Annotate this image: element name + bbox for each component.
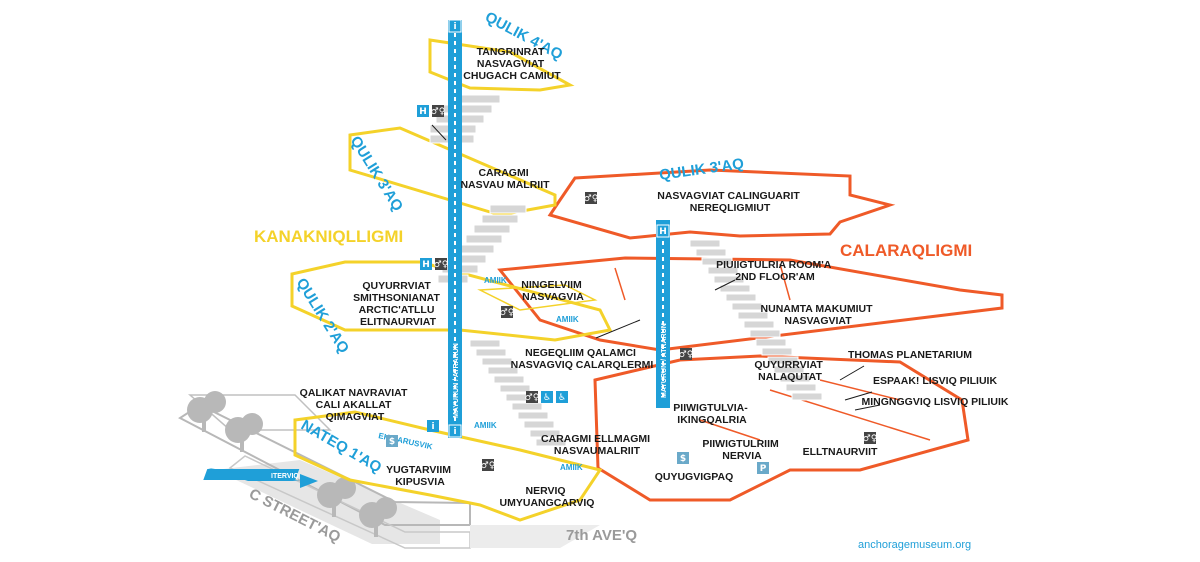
east-floor-1-room-line — [819, 379, 901, 401]
ekniarusvik-label: EKNIARUSVIK — [378, 431, 434, 451]
room-thomas-planetarium: THOMAS PLANETARIUM — [848, 349, 972, 361]
elevator-icon: H — [656, 224, 670, 238]
room-piiwigtulriim: PIIWIGTULRIIM NERVIA — [702, 438, 781, 462]
svg-text:♂♀: ♂♀ — [500, 308, 515, 318]
restroom-icon: ♂♀ — [481, 459, 496, 471]
room-nerviq: NERVIQ UMYUANGCARVIQ — [500, 485, 595, 509]
seventh-ave-label: 7th AVE'Q — [566, 527, 637, 544]
restroom-icon: ♂♀ — [431, 105, 446, 117]
parking-icon: P — [757, 462, 769, 474]
west-floor-2-outline — [290, 260, 613, 342]
restroom-icon: ♂♀ — [434, 258, 449, 270]
room-espaak: ESPAAK! LISVIQ PILIUIK — [873, 375, 997, 387]
room-tangrinrat: TANGRINRAT NASVAGVIAT CHUGACH CAMIUT — [463, 46, 561, 82]
website-label: anchoragemuseum.org — [858, 539, 971, 551]
west-elevator-label: MAYURUN / ATRARUN — [453, 343, 460, 418]
east-floor-3-outline — [547, 168, 896, 240]
dollar-icon: $ — [677, 452, 689, 464]
staircase-west-lower — [469, 339, 567, 447]
west-wing — [290, 38, 613, 522]
svg-text:i: i — [453, 22, 456, 32]
svg-text:H: H — [659, 227, 667, 237]
svg-text:♂♀: ♂♀ — [863, 434, 878, 444]
room-caragmi: CARAGMI NASVAU MALRIIT — [460, 167, 550, 191]
room-quyurrviat: QUYURRVIAT SMITHSONIANAT ARCTIC'ATLLU EL… — [353, 280, 443, 328]
svg-text:H: H — [419, 107, 427, 117]
room-quyugvigpaq: QUYUGVIGPAQ — [655, 471, 734, 483]
map-icons: i H ♂♀ ♂♀ H ♂♀ ♂♀ ♂♀ — [386, 19, 878, 474]
east-wing-label: CALARAQLIGMI — [840, 241, 972, 260]
floor-label-west-2: QULIK 2'AQ — [293, 275, 353, 357]
restroom-icon: ♂♀ — [500, 306, 515, 318]
west-floor-1-outline — [293, 410, 603, 522]
amik-label: AMIIK — [484, 276, 507, 285]
room-nasvagviat-calinguarit: NASVAGVIAT CALINGUARIT NEREQLIGMIUT — [657, 190, 802, 214]
room-piiwigtulvia: PIIWIGTULVIA- IKINGQALRIA — [673, 402, 750, 426]
staircase-east — [689, 239, 823, 401]
svg-text:$: $ — [389, 437, 395, 447]
restroom-icon: ♂♀ — [679, 348, 694, 360]
svg-text:i: i — [431, 422, 434, 432]
elevator-icon: H — [420, 258, 432, 270]
staircase-west-upper — [429, 94, 501, 144]
room-quyurrviat-nalaqutat: QUYURRVIAT NALAQUTAT — [754, 359, 825, 383]
west-wing-label: KANAKNIQLLIGMI — [254, 227, 403, 246]
room-ningelviim: NINGELVIIM NASVAGVIA — [521, 279, 584, 303]
svg-text:H: H — [422, 260, 430, 270]
svg-text:♂♀: ♂♀ — [679, 350, 694, 360]
east-floor-1-outline — [593, 354, 970, 502]
svg-text:P: P — [760, 464, 767, 474]
amik-label: AMIIK — [560, 463, 583, 472]
elevator-icon: H — [417, 105, 429, 117]
west-floor-4-outline — [428, 38, 575, 92]
east-floor-2-room-line — [614, 267, 626, 301]
west-floor-2-inner — [477, 284, 598, 311]
west-floor-3-outline — [348, 126, 557, 217]
svg-text:♿: ♿ — [543, 393, 551, 403]
room-elltnaurviit: ELLTNAURVIIT — [803, 446, 878, 458]
svg-text:$: $ — [680, 454, 686, 464]
svg-text:♂♀: ♂♀ — [525, 393, 540, 403]
floor-label-east-3: QULIK 3'AQ — [658, 155, 745, 184]
east-floor-1-room-line — [699, 419, 761, 441]
plaza-block — [188, 394, 332, 431]
room-yugtarviim: YUGTARVIIM KIPUSVIA — [386, 464, 454, 488]
entrance-arrow-bar — [203, 469, 300, 480]
svg-text:♂♀: ♂♀ — [434, 260, 449, 270]
room-qalikat: QALIKAT NAVRAVIAT CALI AKALLAT QIMAGVIAT — [300, 387, 411, 423]
svg-text:i: i — [453, 427, 456, 437]
amik-label: AMIIK — [474, 421, 497, 430]
room-nunamta: NUNAMTA MAKUMIUT NASVAGVIAT — [761, 303, 876, 327]
room-caragmi-ellmagmi: CARAGMI ELLMAGMI NASVAUMALRIIT — [541, 433, 653, 457]
elevator-shafts: MAYURUN / ATRARUN MAYURUN / ATRARUN — [448, 20, 670, 438]
svg-text:♂♀: ♂♀ — [584, 194, 599, 204]
svg-text:♂♀: ♂♀ — [431, 107, 446, 117]
amik-label: AMIIK — [556, 315, 579, 324]
east-floor-2-room-line — [779, 263, 791, 301]
restroom-icon: ♂♀ — [584, 192, 599, 204]
seventh-ave-band — [470, 525, 600, 548]
east-elevator-label: MAYURUN / ATRARUN — [661, 323, 668, 398]
dollar-icon: $ — [386, 435, 398, 447]
room-mingnggviq: MINGNGGVIQ LISVIQ PILIUIK — [861, 396, 1008, 408]
leader-lines — [431, 124, 881, 411]
restroom-icon: ♂♀ — [525, 391, 540, 403]
floor-label-west-3: QULIK 3'AQ — [347, 133, 407, 215]
accessible-icon: ♿ — [541, 391, 553, 403]
restroom-icon: ♂♀ — [863, 432, 878, 444]
information-icon: i — [448, 19, 462, 33]
room-negeqliim: NEGEQLIIM QALAMCI NASVAGVIQ CALARQLERMI — [511, 347, 654, 371]
svg-text:♂♀: ♂♀ — [481, 461, 496, 471]
entrance-arrow-label: ITERVIQ — [271, 473, 299, 480]
tree-icon — [187, 391, 397, 537]
room-piuiigtulria: PIUIIGTULRIA ROOM'A 2ND FLOOR'AM — [716, 259, 834, 283]
street-area: ITERVIQ C STREET'AQ 7th AVE'Q — [178, 391, 637, 549]
hearing-icon: ♿ — [556, 391, 568, 403]
information-icon: i — [448, 424, 462, 438]
information-icon: i — [427, 420, 439, 432]
svg-text:♿: ♿ — [558, 393, 566, 403]
room-labels: TANGRINRAT NASVAGVIAT CHUGACH CAMIUT CAR… — [300, 46, 1009, 509]
